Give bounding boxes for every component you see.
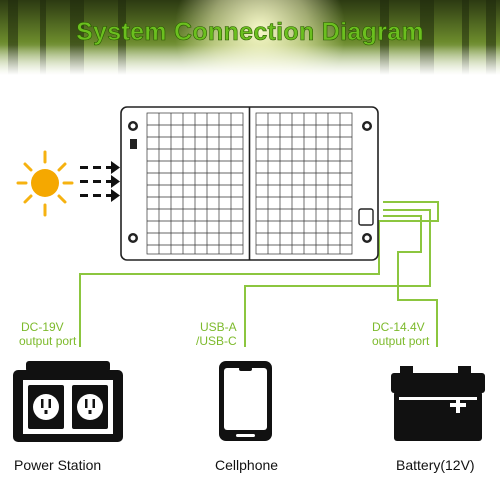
tree-trunk	[462, 0, 469, 75]
usb-label-line1: USB-A	[200, 320, 237, 334]
line-to-power-station	[79, 201, 439, 347]
tree-trunk	[380, 0, 389, 75]
tree-trunk	[40, 0, 46, 75]
dc19v-label: DC-19V output port	[19, 320, 76, 348]
dc19v-label-line2: output port	[19, 334, 77, 348]
header-banner: System Connection Diagram	[0, 0, 500, 75]
tree-trunk	[8, 0, 18, 75]
dc14-label-line1: DC-14.4V	[372, 320, 425, 334]
cellphone-name: Cellphone	[215, 457, 279, 473]
solar-panel-icon	[120, 106, 379, 261]
dc14-label-line2: output port	[372, 334, 430, 348]
power-station-icon	[13, 361, 123, 442]
banner-fade	[0, 45, 500, 75]
page-title: System Connection Diagram	[76, 18, 424, 47]
sun-icon	[16, 150, 74, 217]
tree-trunk	[486, 0, 496, 75]
usb-label: USB-A /USB-C	[196, 320, 237, 348]
battery-icon	[391, 366, 485, 441]
power-station-name: Power Station	[14, 457, 102, 473]
line-to-battery	[383, 215, 438, 347]
tree-trunk	[118, 0, 126, 75]
line-to-cellphone	[244, 209, 431, 347]
dc14-label: DC-14.4V output port	[372, 320, 429, 348]
sunlight-arrows	[80, 161, 120, 202]
usb-label-line2: /USB-C	[196, 334, 237, 348]
connection-lines	[79, 201, 439, 347]
cellphone-icon	[219, 361, 272, 441]
dc19v-label-line1: DC-19V	[21, 320, 64, 334]
battery-name: Battery(12V)	[396, 457, 475, 473]
